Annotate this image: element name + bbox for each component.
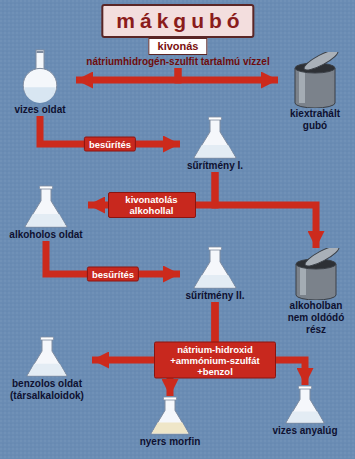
vessel-label: benzolos oldat (társalkaloidok) — [2, 378, 92, 402]
flask-liquid — [24, 87, 56, 103]
flask-rim — [164, 397, 177, 400]
flow-arrow — [178, 68, 278, 80]
flask-liquid — [28, 364, 66, 376]
vessel-node: sűrítmény I. — [180, 116, 250, 172]
vessel-label: vizes anyalúg — [262, 425, 348, 437]
flask-body — [151, 398, 189, 434]
vessel-node: benzolos oldat (társalkaloidok) — [2, 336, 92, 402]
can-body — [295, 68, 335, 108]
vessel-drawing — [278, 248, 354, 300]
flask-icon — [25, 186, 67, 227]
flask-body — [27, 338, 67, 376]
vessel-label: sűrítmény II. — [180, 290, 250, 302]
vessel-node: alkoholos oldat — [4, 185, 88, 241]
flask-icon — [286, 386, 324, 423]
flask-icon — [23, 50, 57, 103]
flask-rim — [299, 386, 312, 389]
vessel-node: sűrítmény II. — [180, 246, 250, 302]
step-label: kivonatolás alkohollal — [108, 192, 196, 218]
flask-body — [286, 387, 324, 423]
flask-icon — [194, 247, 236, 288]
box-title: kivonás — [149, 38, 208, 55]
step-label: besűrítés — [84, 137, 136, 152]
flask-icon — [194, 117, 236, 158]
process-box: mákgubó — [101, 4, 254, 38]
vessel-node: kiextrahált gubó — [278, 52, 352, 132]
flow-arrow — [215, 172, 316, 248]
flask-liquid — [195, 275, 235, 287]
can-highlight — [299, 70, 305, 103]
vessel-drawing — [2, 336, 92, 378]
step-label: besűrítés — [87, 267, 139, 282]
box-title: mákgubó — [116, 8, 244, 34]
flask-bulb — [23, 68, 57, 102]
vessel-drawing — [180, 116, 250, 160]
vessel-node: vizes anyalúg — [262, 385, 348, 437]
flask-rim — [41, 337, 54, 340]
box-note: nátriumhidrogén-szulfit tartalmú vízzel — [86, 56, 269, 68]
flask-liquid — [287, 411, 323, 422]
vessel-drawing — [278, 52, 352, 108]
vessel-label: alkoholos oldat — [4, 229, 88, 241]
vessel-label: alkoholban nem oldódó rész — [278, 300, 354, 336]
vessel-label: nyers morfin — [125, 436, 215, 448]
flask-liquid — [26, 214, 66, 226]
vessel-node: vizes oldat — [4, 48, 76, 116]
flask-rim — [209, 117, 222, 120]
flask-mark — [37, 51, 44, 53]
flask-rim — [40, 186, 53, 189]
process-box: kivonásnátriumhidrogén-szulfit tartalmú … — [86, 36, 269, 68]
vessel-drawing — [4, 48, 76, 104]
flask-liquid — [195, 145, 235, 157]
flask-rim — [209, 247, 222, 250]
can-icon — [295, 52, 340, 108]
can-highlight — [300, 266, 306, 295]
can-lid — [302, 52, 340, 73]
step-label: nátrium-hidroxid +ammónium-szulfát +benz… — [154, 342, 276, 379]
vessel-label: sűrítmény I. — [180, 160, 250, 172]
can-lid — [303, 248, 341, 269]
vessel-label: kiextrahált gubó — [278, 108, 352, 132]
vessel-drawing — [125, 396, 215, 436]
flask-liquid — [152, 422, 188, 433]
flask-icon — [27, 337, 67, 376]
vessel-label: vizes oldat — [4, 104, 76, 116]
flask-body — [194, 118, 236, 158]
vessel-node: nyers morfin — [125, 396, 215, 448]
flask-body — [194, 248, 236, 288]
vessel-drawing — [180, 246, 250, 290]
flask-icon — [151, 397, 189, 434]
flask-body — [25, 187, 67, 227]
vessel-node: alkoholban nem oldódó rész — [278, 248, 354, 336]
vessel-drawing — [4, 185, 88, 229]
flow-arrow — [76, 68, 178, 80]
vessel-drawing — [262, 385, 348, 425]
can-icon — [296, 248, 341, 300]
